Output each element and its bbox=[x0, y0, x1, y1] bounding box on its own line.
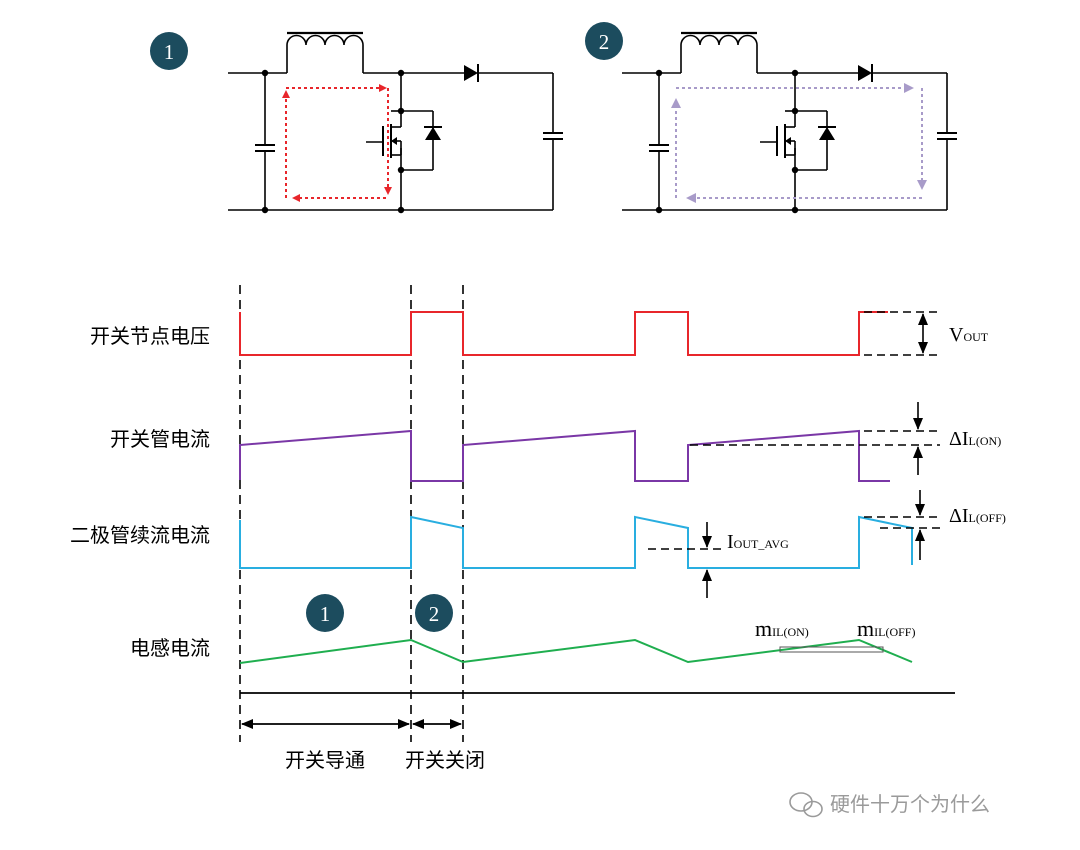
waveform-diode-current bbox=[239, 515, 913, 569]
delta-il-on-dimension: ΔIL(ON) bbox=[690, 402, 1001, 475]
current-loop-on bbox=[282, 84, 392, 202]
label-diode-current: 二极管续流电流 bbox=[70, 523, 210, 547]
svg-text:ΔIL(OFF): ΔIL(OFF) bbox=[949, 505, 1006, 527]
schematic-switch-off bbox=[620, 31, 959, 215]
svg-text:2: 2 bbox=[599, 30, 610, 54]
iout-avg-dimension: IOUT_AVG bbox=[648, 522, 789, 598]
timeline-badge-1: 1 bbox=[306, 594, 344, 632]
schematic-badge-2: 2 bbox=[585, 22, 623, 60]
svg-text:1: 1 bbox=[164, 40, 175, 64]
svg-text:硬件十万个为什么: 硬件十万个为什么 bbox=[830, 792, 990, 816]
svg-text:mIL(ON): mIL(ON) bbox=[755, 616, 809, 641]
waveform-inductor-current bbox=[239, 638, 913, 664]
label-switch-current: 开关管电流 bbox=[110, 427, 210, 451]
interval-off-label: 开关关闭 bbox=[405, 748, 485, 772]
schematic-switch-on bbox=[226, 31, 565, 215]
vout-dimension: VOUT bbox=[864, 311, 989, 356]
watermark: 硬件十万个为什么 bbox=[789, 792, 990, 818]
current-loop-off bbox=[671, 83, 927, 203]
svg-text:1: 1 bbox=[320, 602, 331, 626]
delta-il-off-dimension: ΔIL(OFF) bbox=[864, 490, 1006, 560]
svg-text:ΔIL(ON): ΔIL(ON) bbox=[949, 428, 1001, 450]
label-inductor-current: 电感电流 bbox=[130, 636, 210, 660]
slope-annotations: mIL(ON) mIL(OFF) bbox=[755, 616, 915, 653]
timing-guides bbox=[239, 285, 464, 742]
wechat-icon bbox=[789, 792, 823, 818]
schematic-badge-1: 1 bbox=[150, 32, 188, 70]
waveform-switch-current bbox=[239, 429, 890, 482]
timeline-badge-2: 2 bbox=[415, 594, 453, 632]
svg-text:2: 2 bbox=[429, 602, 440, 626]
waveform-switch-node-voltage bbox=[239, 311, 888, 356]
svg-text:IOUT_AVG: IOUT_AVG bbox=[727, 531, 789, 553]
svg-text:mIL(OFF): mIL(OFF) bbox=[857, 616, 915, 641]
svg-text:VOUT: VOUT bbox=[949, 324, 989, 346]
label-switch-node-voltage: 开关节点电压 bbox=[90, 324, 210, 348]
interval-on-label: 开关导通 bbox=[285, 748, 365, 772]
